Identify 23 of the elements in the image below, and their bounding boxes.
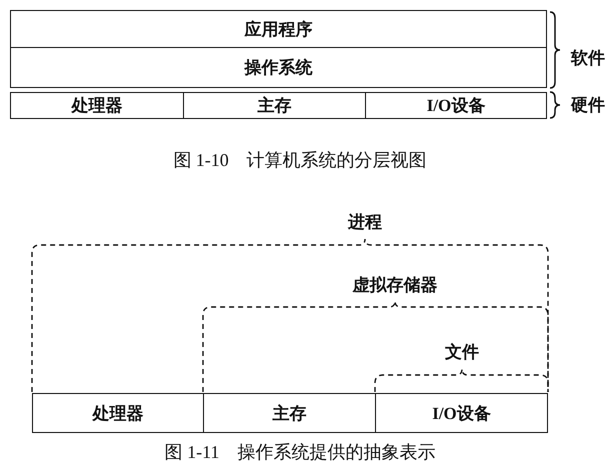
layer-box — [10, 10, 547, 48]
layer-label: 应用程序 — [244, 18, 312, 40]
layer-label: 处理器 — [92, 402, 144, 424]
layer-label: 处理器 — [72, 95, 122, 117]
layer-box — [32, 393, 204, 433]
layer-box — [10, 47, 547, 88]
layer-label: I/O设备 — [432, 402, 491, 424]
figure-caption: 图 1-11 操作系统提供的抽象表示 — [164, 441, 436, 464]
layer-box — [365, 92, 547, 119]
figure-caption: 图 1-10 计算机系统的分层视图 — [173, 149, 427, 172]
brace-label: 硬件 — [571, 94, 605, 116]
layer-box — [183, 92, 366, 119]
layer-label: 操作系统 — [244, 57, 312, 79]
layer-label: 主存 — [272, 402, 306, 424]
bracket-label: 虚拟存储器 — [352, 274, 438, 296]
brace-label: 软件 — [571, 48, 605, 70]
bracket-label: 进程 — [348, 212, 382, 234]
layer-box — [203, 393, 376, 433]
layer-label: 主存 — [258, 95, 292, 117]
bracket-label: 文件 — [445, 342, 479, 364]
layer-label: I/O设备 — [426, 95, 486, 117]
layer-box — [10, 92, 184, 119]
layer-box — [375, 393, 548, 433]
